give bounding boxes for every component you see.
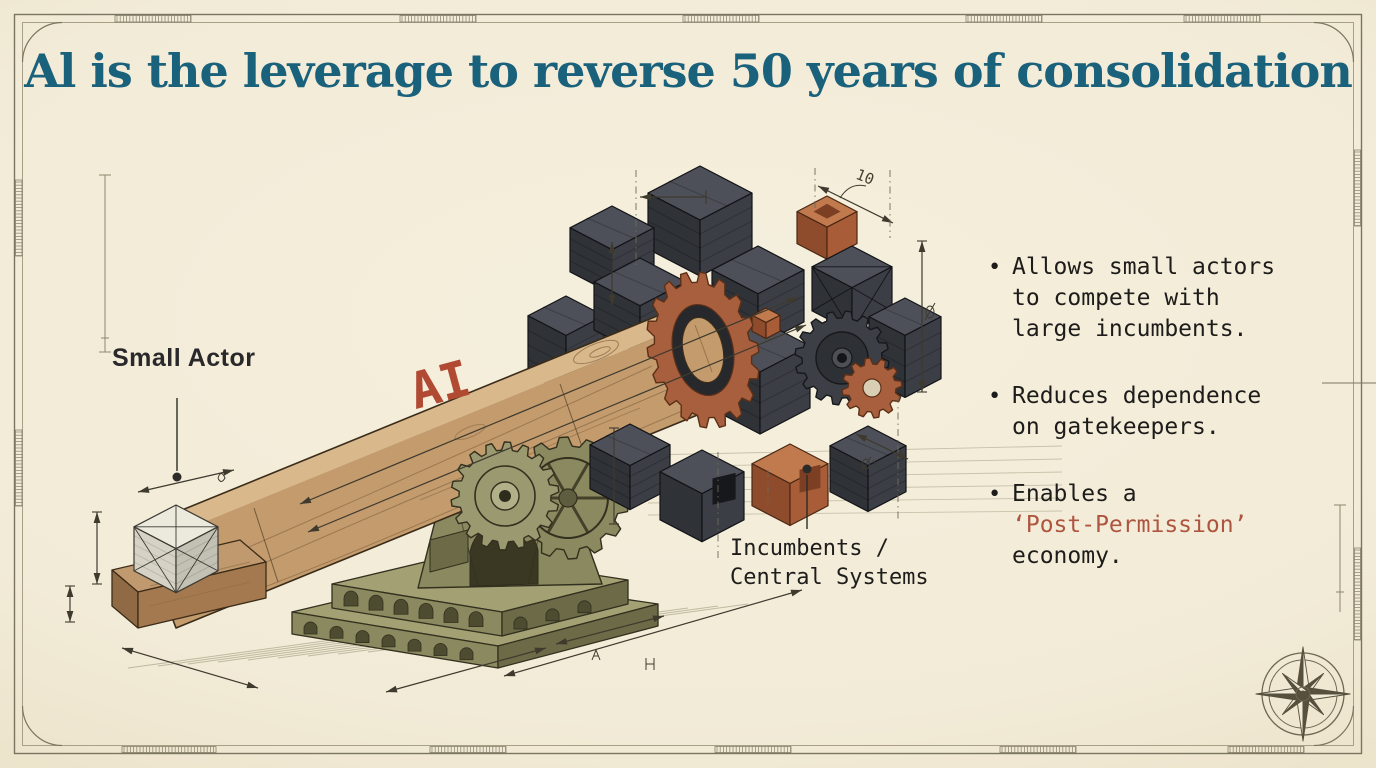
bullet-line: Allows small actors — [1012, 254, 1276, 280]
list-item: • Enables a ‘Post-Permission’ economy. — [988, 479, 1332, 572]
bullet-line: on gatekeepers. — [1012, 414, 1220, 440]
callout-lines — [172, 398, 812, 529]
bullet-line: economy. — [1012, 543, 1123, 569]
bullet-line-highlight: ‘Post-Permission’ — [1012, 512, 1248, 538]
bullet-line: Reduces dependence — [1012, 383, 1262, 409]
list-item: • Reduces dependence on gatekeepers. — [988, 381, 1332, 443]
blueprint-frame — [13, 13, 1376, 755]
bullet-line: large incumbents. — [1012, 316, 1248, 342]
incumbents-label: Incumbents / Central Systems — [730, 534, 929, 592]
compass-rose-icon — [1255, 646, 1351, 742]
bullet-line: to compete with — [1012, 285, 1220, 311]
bullet-icon: • — [988, 255, 1002, 280]
incumbents-label-line: Incumbents / — [730, 536, 889, 561]
bullet-icon: • — [988, 384, 1002, 409]
bullet-line: Enables a — [1012, 481, 1137, 507]
slide-title: Al is the leverage to reverse 50 years o… — [24, 44, 1353, 98]
incumbent-block — [589, 271, 907, 543]
bullet-icon: • — [988, 482, 1002, 507]
small-actor-label: Small Actor — [112, 344, 256, 372]
lever-beam — [111, 295, 745, 629]
dimension-lines — [65, 168, 936, 693]
key-points-list: • Allows small actors to compete with la… — [988, 252, 1332, 608]
list-item: • Allows small actors to compete with la… — [988, 252, 1332, 345]
incumbents-label-line: Central Systems — [730, 565, 929, 590]
